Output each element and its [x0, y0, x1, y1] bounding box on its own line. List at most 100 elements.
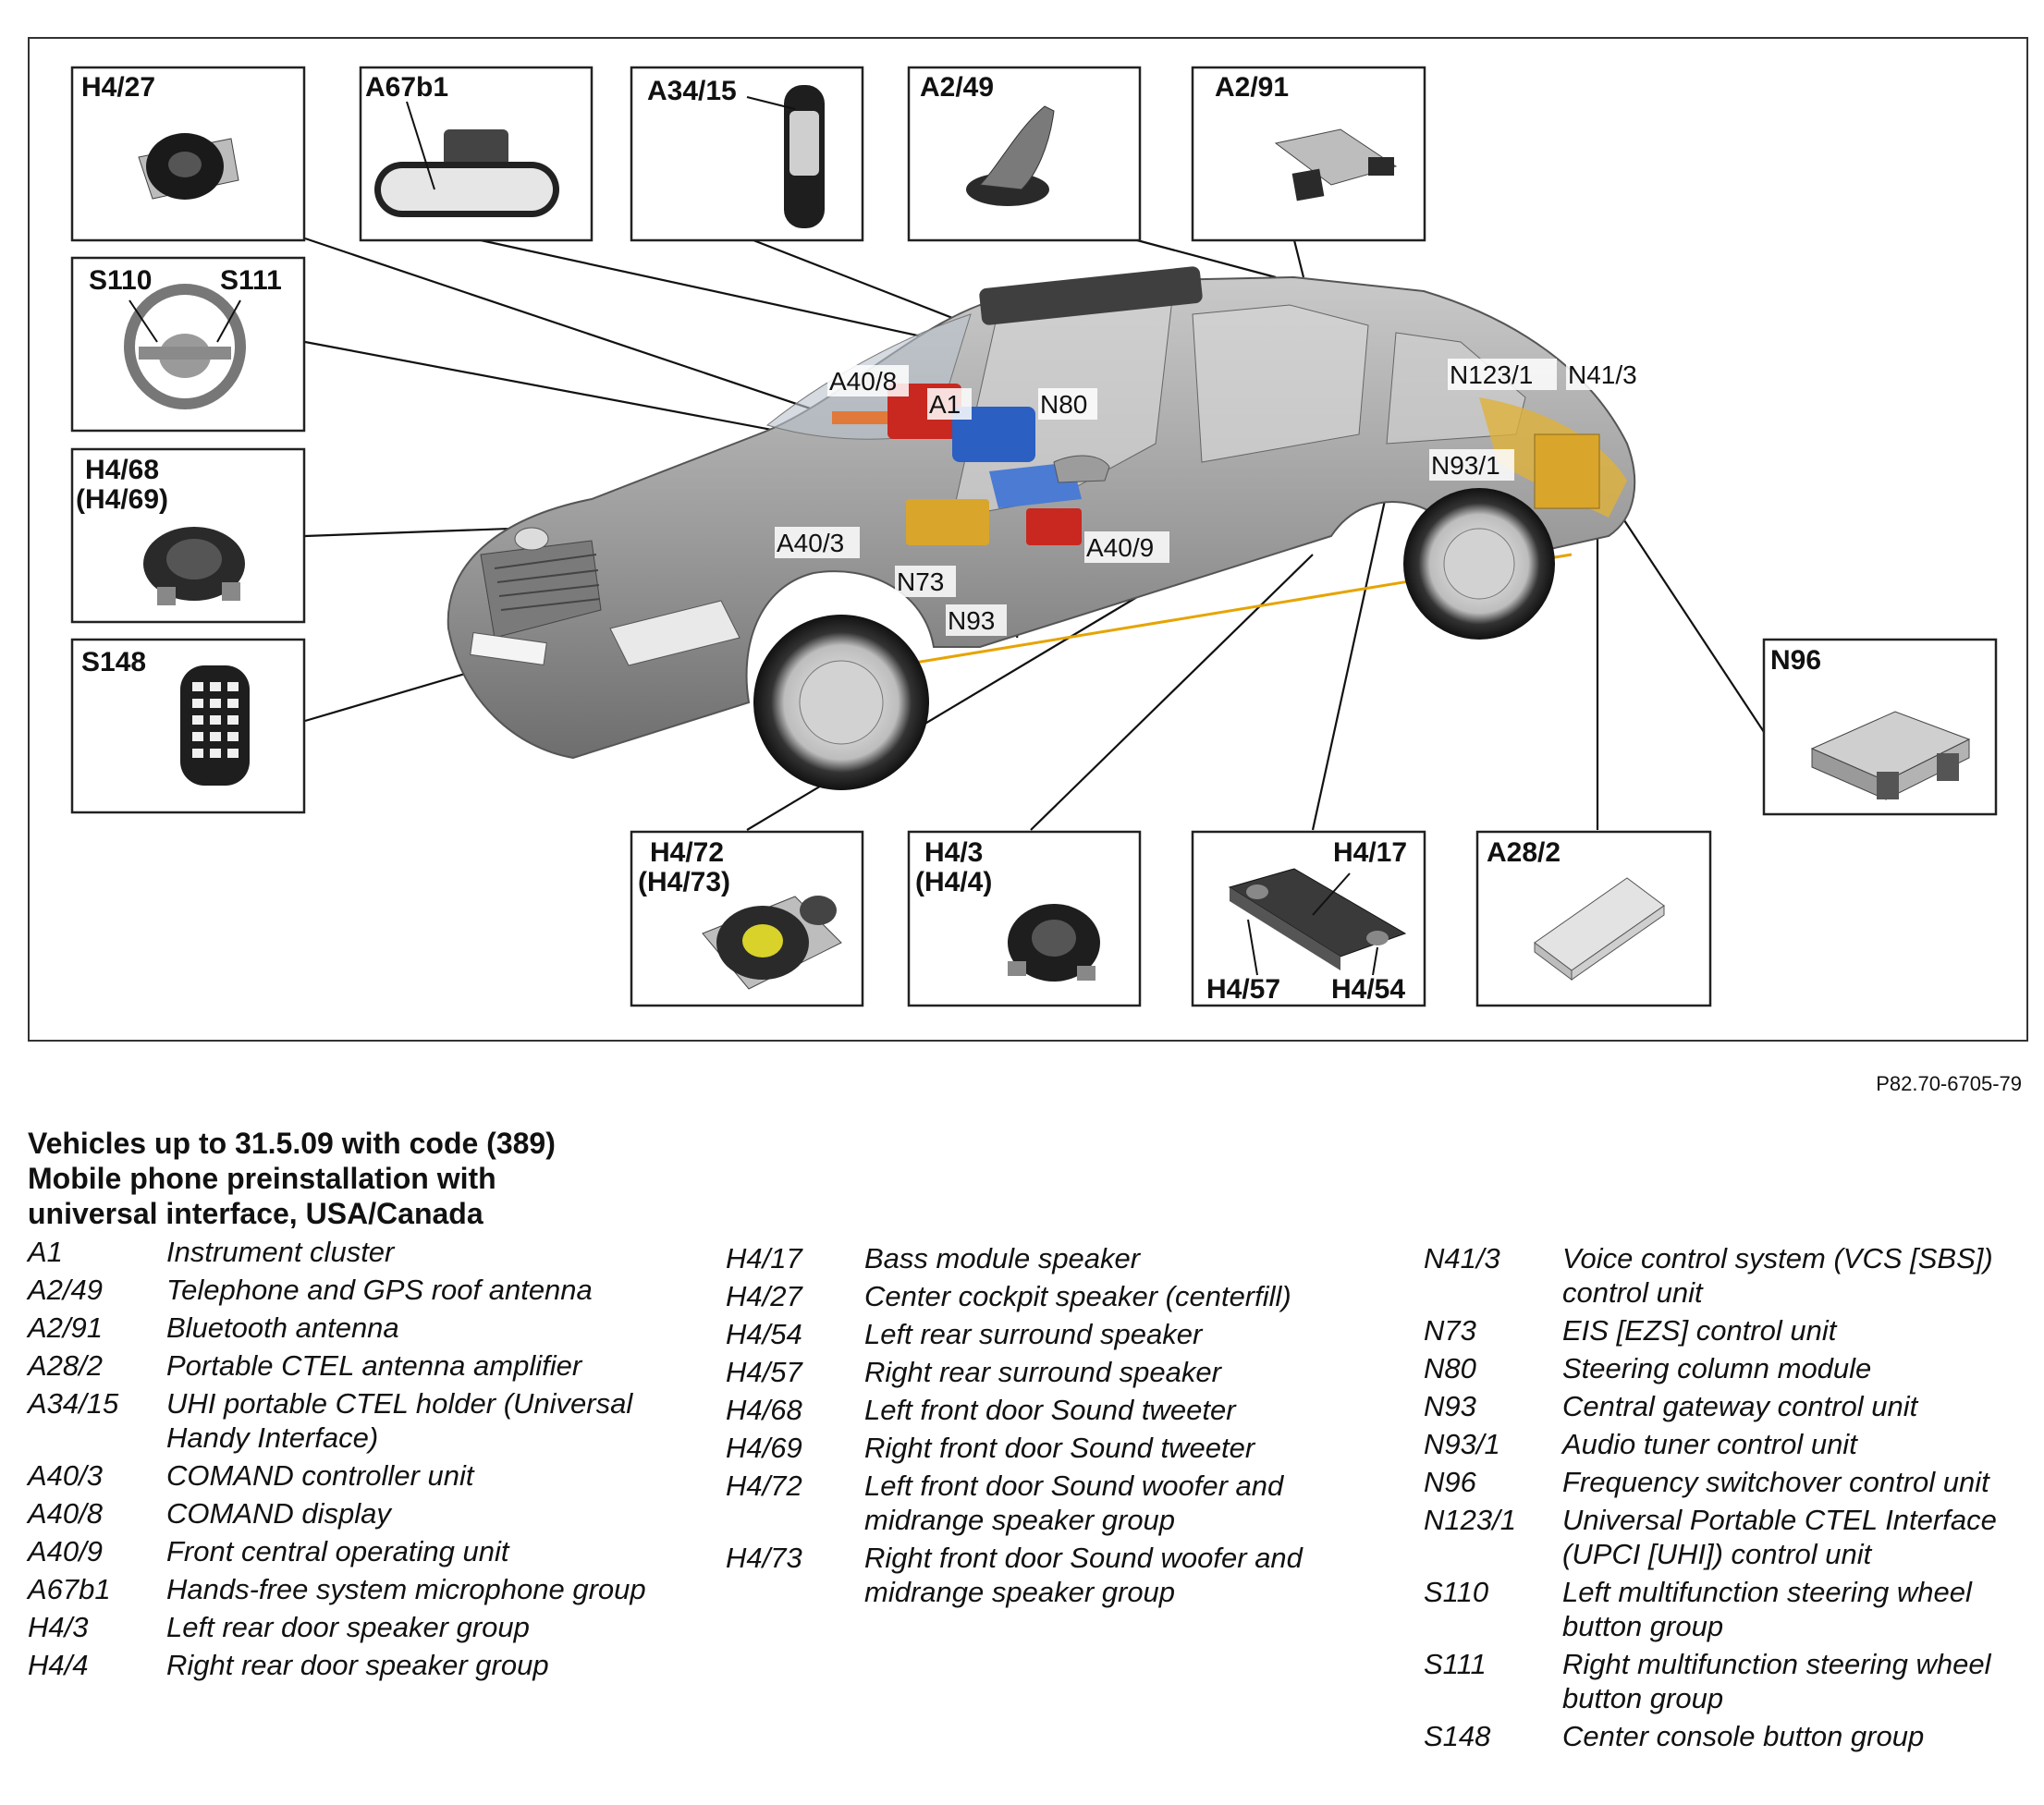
legend-code: S111: [1424, 1648, 1487, 1680]
legend-code: N41/3: [1424, 1242, 1500, 1274]
callout-box-h4-72: H4/72 (H4/73): [630, 830, 864, 1007]
steering-wheel-icon: [124, 284, 246, 409]
legend-description: Audio tuner control unit: [1562, 1428, 1857, 1460]
legend-code: A1: [28, 1236, 63, 1268]
legend-code: A40/3: [28, 1459, 104, 1492]
antenna-amplifier-icon: [1534, 877, 1665, 981]
legend-description: Right front door Sound woofer and midran…: [864, 1542, 1303, 1608]
legend-code: A2/49: [28, 1274, 104, 1306]
callout-box-n96: N96: [1762, 638, 1998, 816]
car-label-a40-3: A40/3: [775, 527, 860, 558]
legend-title-line: Mobile phone preinstallation with: [28, 1162, 496, 1195]
legend-code: A40/9: [28, 1535, 104, 1567]
legend-code: A2/91: [28, 1311, 104, 1344]
legend-code: H4/72: [726, 1470, 802, 1502]
legend-row: H4/72 Left front door Sound woofer and mi…: [726, 1469, 1345, 1537]
box-label-top: H4/72: [650, 837, 724, 868]
legend-title-line: Vehicles up to 31.5.09 with code (389): [28, 1127, 556, 1160]
callout-box-h4-27: H4/27: [70, 66, 306, 242]
legend-code: S110: [1424, 1576, 1489, 1608]
box-label-top: H4/68: [85, 455, 159, 485]
legend-code: H4/4: [28, 1649, 89, 1681]
svg-text:A40/8: A40/8: [829, 367, 897, 396]
legend-description: Right multifunction steering wheel butto…: [1562, 1648, 1991, 1714]
bluetooth-antenna-icon: [1274, 128, 1398, 201]
diagram-frame: [28, 37, 2028, 1042]
phone-holder-icon: [784, 85, 825, 228]
legend-description: UHI portable CTEL holder (Universal Hand…: [166, 1387, 633, 1454]
legend-code: H4/17: [726, 1242, 802, 1274]
legend-row: H4/68 Left front door Sound tweeter: [726, 1393, 1345, 1427]
legend-description: Voice control system (VCS [SBS]) control…: [1562, 1242, 1993, 1309]
woofer-icon: [702, 896, 842, 990]
door-speaker-icon: [1008, 904, 1100, 982]
box-label-bottom: (H4/69): [76, 484, 168, 515]
box-label: N96: [1770, 645, 1821, 676]
legend-description: Telephone and GPS roof antenna: [166, 1274, 593, 1306]
legend-description: Frequency switchover control unit: [1562, 1466, 1989, 1498]
legend-description: Steering column module: [1562, 1352, 1872, 1384]
svg-text:A40/3: A40/3: [777, 529, 844, 557]
vehicle-illustration: [447, 266, 1636, 790]
legend-description: Left front door Sound tweeter: [864, 1394, 1236, 1426]
callout-box-a67b1: A67b1: [359, 66, 594, 242]
svg-text:N93: N93: [948, 606, 995, 635]
center-speaker-icon: [138, 133, 239, 200]
legend-description: Instrument cluster: [166, 1236, 395, 1268]
callout-box-h4-17: H4/17 H4/57 H4/54: [1191, 830, 1426, 1007]
box-label: A2/49: [920, 72, 994, 103]
legend-code: H4/68: [726, 1394, 802, 1426]
box-label-bottom: (H4/73): [638, 867, 730, 897]
callout-box-h4-3: H4/3 (H4/4): [907, 830, 1142, 1007]
legend-row: S111 Right multifunction steering wheel b…: [1424, 1647, 2043, 1715]
legend-code: A34/15: [28, 1387, 119, 1420]
svg-text:N123/1: N123/1: [1450, 360, 1533, 389]
callout-box-h4-68: H4/68 (H4/69): [70, 447, 306, 624]
roof-antenna-icon: [966, 105, 1055, 206]
legend-row: H4/17 Bass module speaker: [726, 1241, 1345, 1275]
svg-text:N80: N80: [1040, 390, 1087, 419]
keypad-icon: [180, 665, 250, 786]
legend-description: Hands-free system microphone group: [166, 1573, 646, 1605]
legend-code: N93/1: [1424, 1428, 1500, 1460]
svg-text:A1: A1: [929, 390, 961, 419]
legend-code: N123/1: [1424, 1504, 1516, 1536]
legend-code: H4/57: [726, 1356, 802, 1388]
box-label-bottom-left: H4/57: [1206, 974, 1280, 1005]
leader-lines: [304, 237, 1767, 831]
legend-title: Vehicles up to 31.5.09 with code (389) M…: [28, 1126, 556, 1231]
switchover-module-icon: [1810, 711, 1971, 800]
svg-text:A40/9: A40/9: [1086, 533, 1154, 562]
legend-description: Central gateway control unit: [1562, 1390, 1918, 1422]
box-label: A2/91: [1215, 72, 1289, 103]
legend-description: Portable CTEL antenna amplifier: [166, 1349, 582, 1382]
legend-code: H4/73: [726, 1542, 802, 1574]
legend-code: H4/3: [28, 1611, 89, 1643]
svg-text:N73: N73: [897, 567, 944, 596]
box-label-bottom-right: H4/54: [1331, 974, 1405, 1005]
legend-row: A2/49 Telephone and GPS roof antenna: [28, 1273, 647, 1307]
car-label-n93-1: N93/1: [1429, 449, 1514, 481]
box-label: A67b1: [365, 72, 448, 103]
box-label-top: H4/3: [924, 837, 983, 868]
callout-box-s110-s111: S110 S111: [70, 256, 306, 433]
legend-description: Bass module speaker: [864, 1242, 1141, 1274]
legend-description: Left front door Sound woofer and midrang…: [864, 1470, 1284, 1536]
car-label-n80: N80: [1038, 388, 1097, 420]
legend-code: H4/69: [726, 1432, 802, 1464]
car-label-n93: N93: [946, 604, 1007, 636]
